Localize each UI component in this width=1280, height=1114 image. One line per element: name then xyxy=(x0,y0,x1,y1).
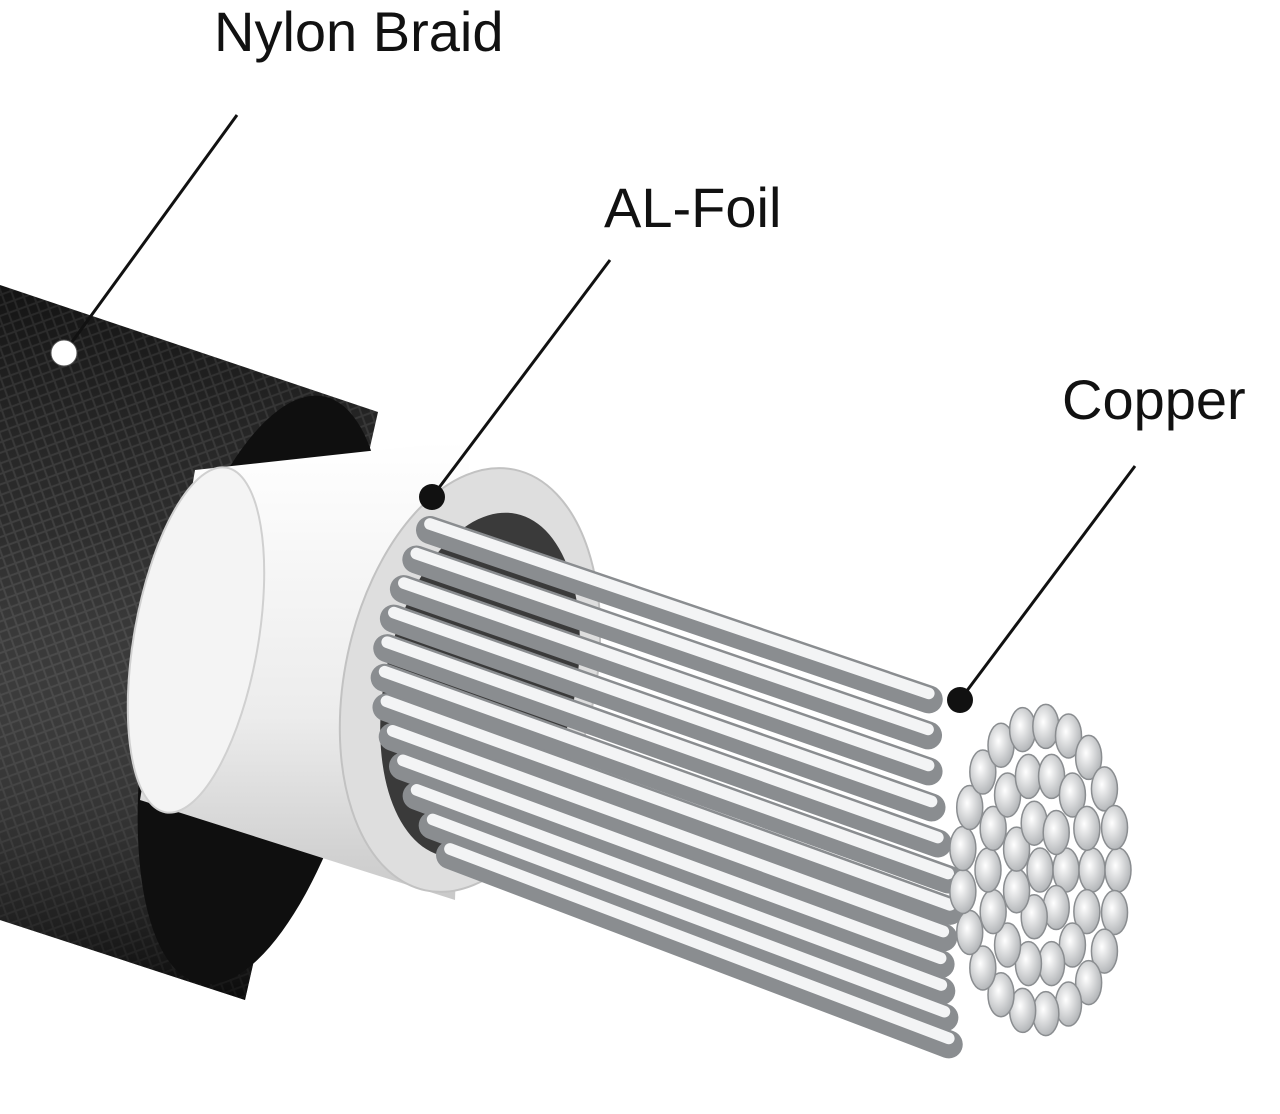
copper-strand-highlight xyxy=(424,518,935,700)
copper-strand-end xyxy=(979,805,1007,852)
copper-strand-end xyxy=(1074,959,1103,1006)
copper-strand-end xyxy=(1008,706,1037,753)
copper-strand-highlight xyxy=(397,754,947,965)
copper-strand-end xyxy=(1090,766,1119,812)
callout-line-al-foil xyxy=(430,259,612,498)
copper-strand-end xyxy=(1002,826,1031,872)
copper-strand-highlight xyxy=(378,665,955,880)
label-al-foil: AL-Foil xyxy=(604,176,782,239)
copper-strand-end xyxy=(1054,981,1083,1027)
callout-line-copper xyxy=(958,465,1137,701)
copper-strand-end xyxy=(955,784,984,831)
copper-strand-end xyxy=(1037,940,1066,987)
copper-strands xyxy=(370,516,1132,1059)
copper-strand-end xyxy=(1014,753,1043,800)
copper-strand-end xyxy=(1020,894,1048,940)
copper-strand-end xyxy=(1058,772,1087,818)
copper-strand-end xyxy=(1100,804,1129,851)
copper-strand-end xyxy=(1032,990,1060,1037)
copper-strand-end xyxy=(949,825,977,872)
copper-strand-highlight xyxy=(388,606,938,808)
copper-strand-end xyxy=(1074,734,1103,781)
copper-strand-end xyxy=(1042,809,1070,856)
copper-strand-end xyxy=(993,922,1022,968)
label-nylon-braid: Nylon Braid xyxy=(214,0,504,63)
copper-strand-end xyxy=(1073,888,1101,935)
copper-strand-highlight xyxy=(410,547,934,736)
copper-strand-end xyxy=(1002,868,1031,914)
callout-dot-al-foil xyxy=(419,484,445,510)
copper-strand-end xyxy=(1078,847,1106,893)
copper-strand-end xyxy=(974,847,1002,893)
copper-strand-end xyxy=(1090,928,1119,974)
copper-strand-highlight xyxy=(426,813,951,1018)
copper-strand-end xyxy=(987,971,1015,1018)
copper-strand-end xyxy=(1026,847,1054,893)
copper-strand-end xyxy=(969,945,997,991)
copper-strand-highlight xyxy=(380,695,956,911)
copper-strand-end xyxy=(955,909,984,956)
copper-strand-end xyxy=(969,749,997,795)
copper-strand-end xyxy=(1054,713,1083,759)
copper-strand-highlight xyxy=(381,636,944,844)
copper-strand-end xyxy=(1100,889,1129,936)
label-copper: Copper xyxy=(1062,368,1246,431)
callout-lines xyxy=(50,114,1137,713)
copper-strand-end xyxy=(1104,847,1132,893)
copper-strand-end xyxy=(949,868,977,915)
copper-strand-end xyxy=(1073,805,1101,852)
callout-dot-nylon-braid xyxy=(50,339,78,367)
callout-dot-copper xyxy=(947,687,973,713)
copper-strand-highlight xyxy=(398,577,935,772)
copper-strand-end xyxy=(979,888,1007,935)
callout-line-nylon-braid xyxy=(62,114,239,354)
copper-strand-highlight xyxy=(410,784,948,991)
copper-strand-highlight xyxy=(444,843,955,1045)
copper-strand-highlight xyxy=(386,724,950,938)
copper-strand-end xyxy=(1032,703,1060,750)
